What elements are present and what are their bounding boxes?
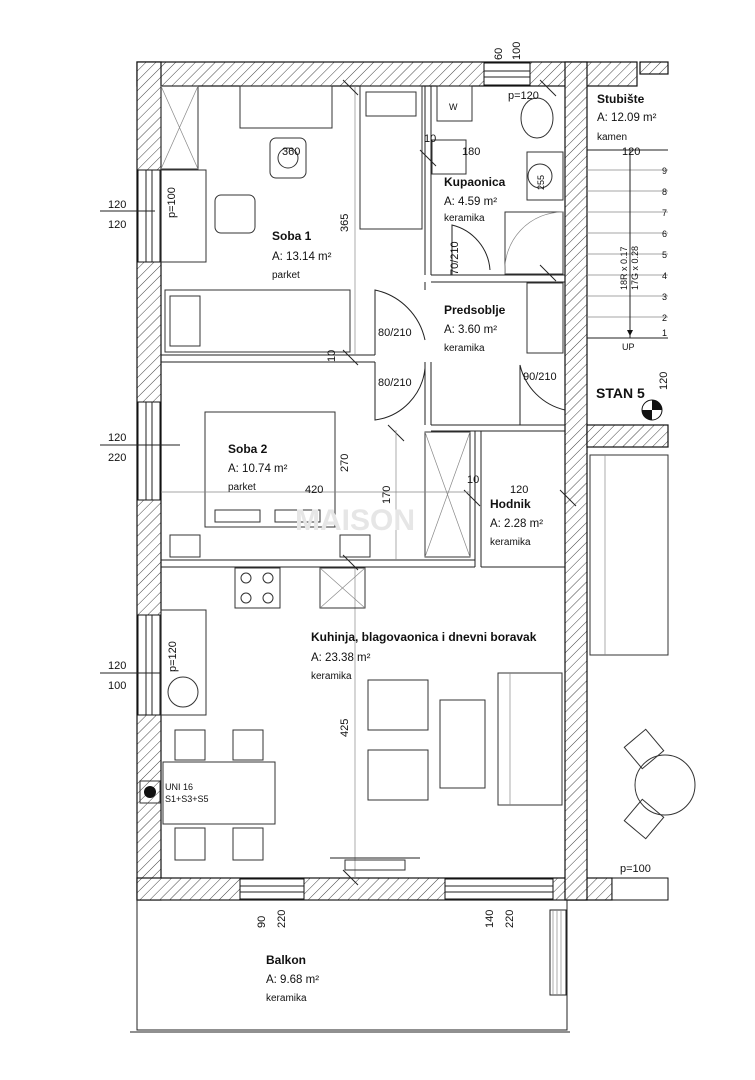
apartment-label: STAN 5 bbox=[596, 385, 645, 401]
boiler-label: 255 bbox=[536, 175, 546, 190]
dimension-lines bbox=[100, 79, 577, 886]
room-name: Kuhinja, blagovaonica i dnevni boravak bbox=[311, 630, 537, 644]
dim-label: 120 bbox=[658, 372, 670, 390]
dim-label: 220 bbox=[276, 910, 288, 928]
step-number: 1 bbox=[662, 328, 667, 338]
room-kuhinja: Kuhinja, blagovaonica i dnevni boravak A… bbox=[311, 630, 537, 682]
room-area: A: 13.14 m² bbox=[272, 251, 332, 263]
dim-label: 90/210 bbox=[523, 371, 557, 383]
room-area: A: 12.09 m² bbox=[597, 112, 657, 124]
step-number: 2 bbox=[662, 313, 667, 323]
room-material: keramika bbox=[490, 537, 531, 548]
dim-label: 100 bbox=[511, 42, 523, 60]
dim-label: 10 bbox=[424, 133, 436, 145]
room-material: keramika bbox=[311, 671, 352, 682]
dim-label: 10 bbox=[326, 350, 338, 362]
dim-label: 80/210 bbox=[378, 327, 412, 339]
dim-label: 120 bbox=[108, 432, 126, 444]
dim-label: 180 bbox=[462, 146, 480, 158]
room-name: Hodnik bbox=[490, 497, 531, 511]
room-material: parket bbox=[272, 270, 300, 281]
dim-label: 140 bbox=[484, 910, 496, 928]
dim-label: p=100 bbox=[620, 863, 651, 875]
room-name: Soba 2 bbox=[228, 442, 268, 456]
dim-label: 120 bbox=[108, 219, 126, 231]
room-soba2: Soba 2 A: 10.74 m² parket bbox=[228, 442, 288, 493]
room-name: Soba 1 bbox=[272, 229, 312, 243]
stair-up-label: UP bbox=[622, 342, 635, 352]
watermark: MAISON bbox=[295, 504, 415, 537]
washer-label: W bbox=[449, 102, 458, 112]
step-number: 9 bbox=[662, 166, 667, 176]
stair-note: 18R x 0.17 bbox=[619, 246, 629, 290]
room-material: parket bbox=[228, 482, 256, 493]
uni-sublabel: S1+S3+S5 bbox=[165, 794, 209, 804]
room-area: A: 2.28 m² bbox=[490, 518, 543, 530]
dim-label: p=100 bbox=[166, 187, 178, 218]
room-name: Predsoblje bbox=[444, 303, 506, 317]
dim-label: 120 bbox=[510, 484, 528, 496]
dim-label: p=120 bbox=[508, 90, 539, 102]
dim-label: 90 bbox=[256, 916, 268, 928]
room-name: Stubište bbox=[597, 92, 645, 106]
dim-label: 425 bbox=[339, 719, 351, 737]
dim-label: 120 bbox=[108, 660, 126, 672]
walls bbox=[136, 61, 669, 901]
step-number: 6 bbox=[662, 229, 667, 239]
room-soba1: Soba 1 A: 13.14 m² parket bbox=[272, 229, 332, 281]
room-hodnik: Hodnik A: 2.28 m² keramika bbox=[490, 497, 543, 548]
room-area: A: 4.59 m² bbox=[444, 196, 497, 208]
dim-label: 270 bbox=[339, 454, 351, 472]
stair-note: 17G x 0.28 bbox=[630, 246, 640, 290]
room-material: kamen bbox=[597, 132, 627, 143]
balcony bbox=[130, 899, 570, 1033]
room-name: Balkon bbox=[266, 953, 306, 967]
step-numbers: 9 8 7 6 5 4 3 2 1 bbox=[662, 166, 667, 338]
step-number: 5 bbox=[662, 250, 667, 260]
step-number: 4 bbox=[662, 271, 667, 281]
windows bbox=[137, 62, 669, 901]
dim-label: 70/210 bbox=[449, 241, 461, 275]
room-kupaonica: Kupaonica A: 4.59 m² keramika bbox=[444, 175, 506, 224]
dimension-labels: 60 100 p=120 360 365 180 120 10 10 10 p=… bbox=[108, 42, 670, 928]
dim-label: 420 bbox=[305, 484, 323, 496]
room-material: keramika bbox=[444, 213, 485, 224]
room-area: A: 23.38 m² bbox=[311, 652, 371, 664]
dim-label: 100 bbox=[108, 680, 126, 692]
room-area: A: 3.60 m² bbox=[444, 324, 497, 336]
dim-label: 10 bbox=[467, 474, 479, 486]
uni-label: UNI 16 bbox=[165, 782, 193, 792]
staircase bbox=[587, 149, 668, 421]
room-material: keramika bbox=[266, 993, 307, 1004]
dim-label: 60 bbox=[493, 48, 505, 60]
room-material: keramika bbox=[444, 343, 485, 354]
step-number: 3 bbox=[662, 292, 667, 302]
dim-label: 220 bbox=[504, 910, 516, 928]
room-balkon: Balkon A: 9.68 m² keramika bbox=[266, 953, 319, 1004]
dim-label: 220 bbox=[108, 452, 126, 464]
furniture bbox=[139, 85, 696, 861]
room-name: Kupaonica bbox=[444, 175, 506, 189]
dim-label: p=120 bbox=[167, 641, 179, 672]
step-number: 7 bbox=[662, 208, 667, 218]
dim-label: 80/210 bbox=[378, 377, 412, 389]
dim-label: 120 bbox=[622, 146, 640, 158]
room-area: A: 9.68 m² bbox=[266, 974, 319, 986]
dim-label: 360 bbox=[282, 146, 300, 158]
room-area: A: 10.74 m² bbox=[228, 463, 288, 475]
step-number: 8 bbox=[662, 187, 667, 197]
dim-label: 170 bbox=[381, 486, 393, 504]
room-stubiste: Stubište A: 12.09 m² kamen bbox=[597, 92, 657, 143]
doors bbox=[330, 224, 566, 871]
partitions bbox=[161, 86, 565, 878]
dim-label: 120 bbox=[108, 199, 126, 211]
dim-label: 365 bbox=[339, 214, 351, 232]
room-predsoblje: Predsoblje A: 3.60 m² keramika bbox=[444, 303, 506, 354]
